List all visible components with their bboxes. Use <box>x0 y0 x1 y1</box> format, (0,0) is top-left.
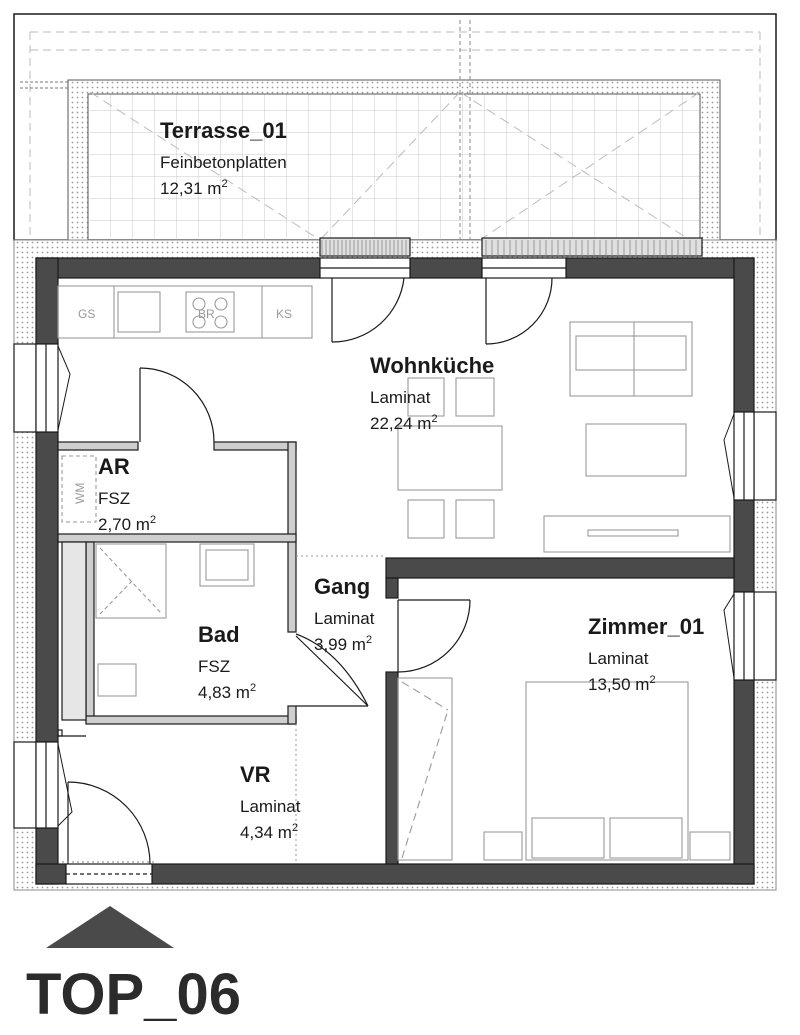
room-name: AR <box>98 454 130 479</box>
room-label-terrasse: Terrasse_01 Feinbetonplatten 12,31 m2 <box>160 118 287 198</box>
room-area: 4,34 m2 <box>240 822 298 842</box>
room-name: Gang <box>314 574 370 599</box>
room-name: Wohnküche <box>370 353 494 378</box>
room-name: VR <box>240 762 271 787</box>
room-label-wohnkueche: Wohnküche Laminat 22,24 m2 <box>370 353 494 433</box>
furniture <box>57 285 731 861</box>
room-area: 3,99 m2 <box>314 634 372 654</box>
room-floor: Laminat <box>370 388 431 407</box>
room-floor: Laminat <box>314 609 375 628</box>
room-floor: FSZ <box>98 489 130 508</box>
terrace <box>13 13 777 241</box>
room-label-vr: VR Laminat 4,34 m2 <box>240 762 301 842</box>
br-label: BR <box>198 307 215 321</box>
walls <box>35 257 755 885</box>
entrance-arrow-icon <box>46 906 174 948</box>
room-label-ar: AR FSZ 2,70 m2 <box>98 454 156 534</box>
room-floor: Laminat <box>588 649 649 668</box>
windows <box>13 237 777 829</box>
gs-label: GS <box>78 307 95 321</box>
room-name: Bad <box>198 622 240 647</box>
room-area: 4,83 m2 <box>198 682 256 702</box>
ks-label: KS <box>276 307 292 321</box>
wm-label: WM <box>73 483 87 504</box>
room-area: 2,70 m2 <box>98 514 156 534</box>
room-area: 12,31 m2 <box>160 178 228 198</box>
room-floor: Laminat <box>240 797 301 816</box>
wohnkueche-floor <box>58 278 734 558</box>
partitions <box>57 441 297 737</box>
room-label-gang: Gang Laminat 3,99 m2 <box>314 574 375 654</box>
door-swings <box>62 277 553 885</box>
room-label-zimmer: Zimmer_01 Laminat 13,50 m2 <box>588 614 704 694</box>
room-label-bad: Bad FSZ 4,83 m2 <box>198 622 256 702</box>
room-area: 13,50 m2 <box>588 674 656 694</box>
room-floor: Feinbetonplatten <box>160 153 287 172</box>
room-floor: FSZ <box>198 657 230 676</box>
dotted-boundaries <box>295 555 386 864</box>
unit-title: TOP_06 <box>26 962 241 1027</box>
room-name: Zimmer_01 <box>588 614 704 639</box>
room-name: Terrasse_01 <box>160 118 287 143</box>
room-area: 22,24 m2 <box>370 413 438 433</box>
